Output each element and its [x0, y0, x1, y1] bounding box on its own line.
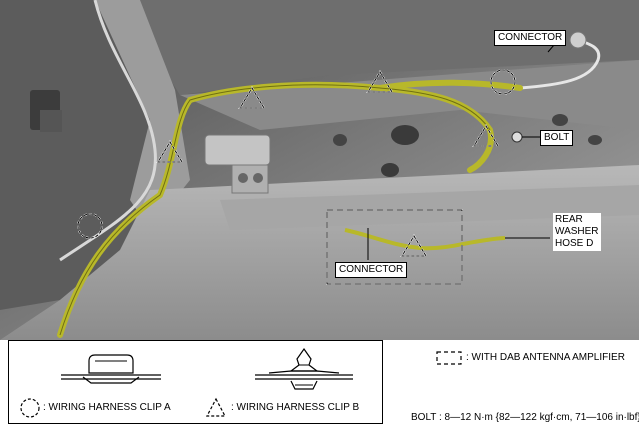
clip-legend-box: : WIRING HARNESS CLIP A : WIRING HARNESS…	[8, 340, 383, 424]
dashed-box-icon	[436, 351, 462, 365]
vehicle-body-illustration	[0, 0, 639, 340]
clip-a-legend-text: : WIRING HARNESS CLIP A	[43, 402, 171, 413]
clip-b-legend-text: : WIRING HARNESS CLIP B	[231, 402, 360, 413]
bolt-torque-spec: BOLT : 8—12 N·m {82—122 kgf·cm, 71—106 i…	[411, 412, 639, 423]
dashed-circle-icon	[20, 398, 40, 418]
dashed-triangle-icon	[206, 397, 226, 417]
bolt-label: BOLT	[540, 130, 574, 146]
dab-legend-text: : WITH DAB ANTENNA AMPLIFIER	[466, 352, 625, 363]
rear-washer-hose-label: REAR WASHER HOSE D	[553, 213, 601, 251]
clip-b-drawing	[255, 347, 353, 390]
connector-label-bottom: CONNECTOR	[335, 262, 408, 278]
connector-label-top: CONNECTOR	[494, 30, 567, 46]
clip-a-drawing	[61, 354, 161, 384]
